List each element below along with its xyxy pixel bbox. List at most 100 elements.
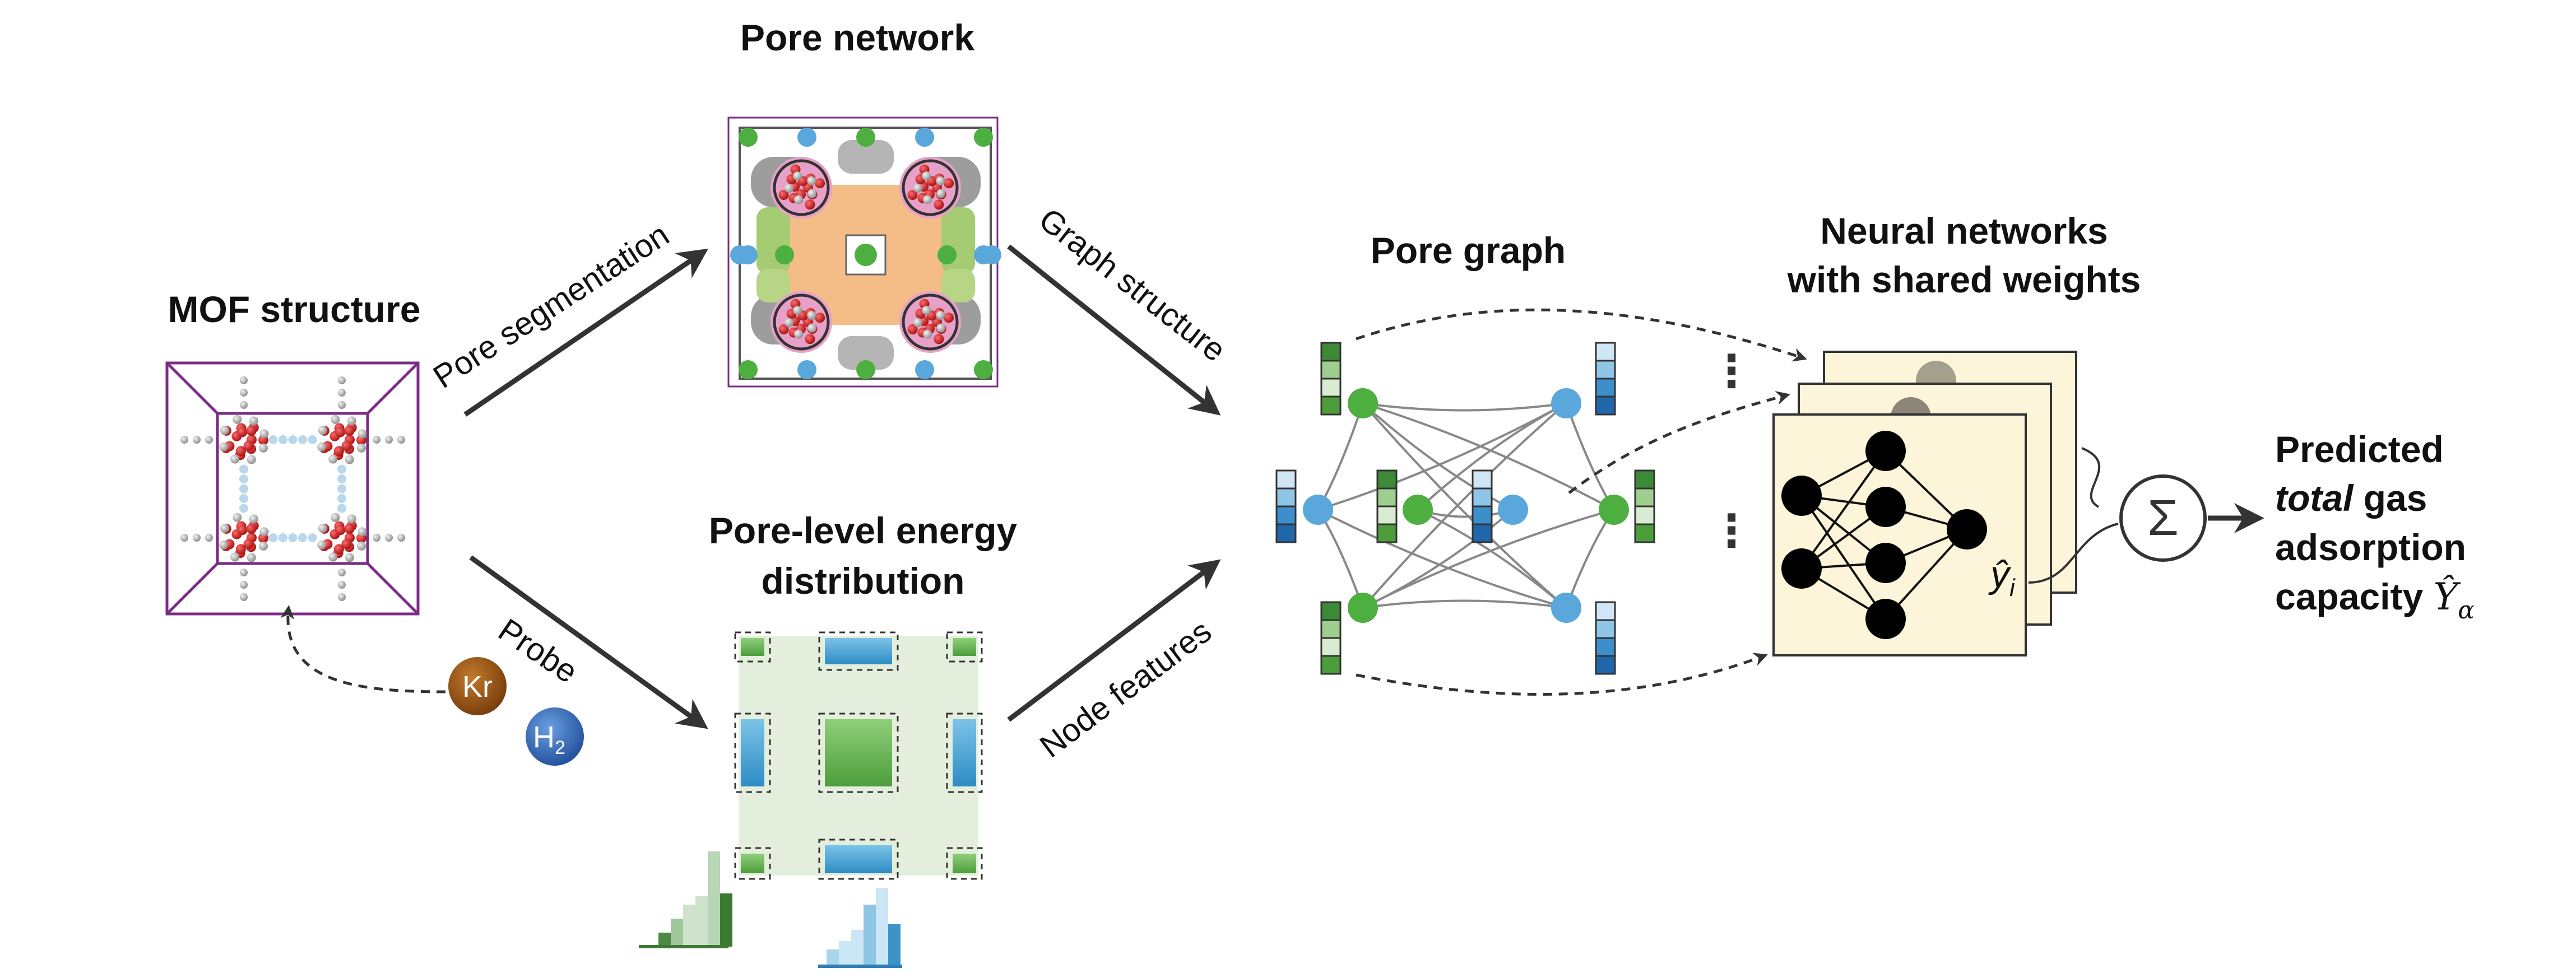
carbon-atom [247,455,256,464]
pore-graph-edge [1417,509,1567,609]
oxygen-atom [815,313,825,323]
carbon-atom [922,306,931,315]
blue-energy-cell [825,845,892,873]
neural-networks-title-line1: Neural networks [1820,210,2108,252]
blue-energy-cell [741,719,764,786]
mof-structure-image [165,361,420,616]
feature-cell [1595,655,1616,675]
feature-cell [1472,469,1493,490]
carbon-atom [347,416,356,426]
feature-cell [1472,523,1493,543]
oxygen-atom [333,544,344,555]
graph-to-nn-dashed-arrow-bottom [1356,653,1768,696]
pore-node-green [856,360,875,379]
oxygen-atom [333,446,344,457]
linker-atom [193,534,201,542]
carbon-atom [328,552,338,562]
nn-edge [1800,495,1887,620]
probe-arrow [469,555,708,729]
linker-atom [308,435,317,444]
energy-cell-outline [818,712,899,793]
feature-cell [1320,395,1342,416]
feature-cell [1320,360,1342,380]
pore-node-blue [915,128,934,147]
green-histogram-bar [683,905,695,947]
carbon-atom [357,541,366,551]
carbon-atom [936,310,945,320]
linker-atom [338,401,346,409]
feature-cell [1275,487,1297,507]
carbon-atom [345,553,354,562]
feature-cell [1595,360,1616,380]
energy-cell-outline [818,631,899,671]
linker-atom [239,464,248,474]
carbon-atom [923,195,932,204]
feature-cell [1595,637,1616,657]
carbon-atom [807,310,816,320]
oxygen-atom [934,199,944,210]
linker-atom [268,435,278,444]
nn-to-sum-connector [2028,447,2119,584]
feature-cell [1320,655,1342,675]
pore-node-green [974,128,993,147]
carbon-atom [219,442,229,451]
carbon-atom [318,426,327,435]
carbon-atom [358,527,367,537]
feature-cell [1472,505,1493,525]
feature-cell [1472,487,1493,507]
oxygen-atom [907,189,918,200]
carbon-atom [913,183,923,193]
energy-title-line2: distribution [762,560,965,602]
prediction-text: Predicted total gas adsorption capacity … [2275,429,2475,625]
oxygen-atom [335,427,346,437]
pore-node-blue [797,128,816,147]
linker-atom [240,581,248,589]
oxygen-atom [944,178,954,189]
ellipsis-top: ⋮ [1709,346,1754,396]
metal-cluster [902,159,959,216]
oxygen-atom [235,446,246,457]
carbon-atom [922,171,931,181]
node-features-arrow [1007,559,1221,722]
carbon-atom [230,552,240,562]
pore-network-clusters [773,159,959,351]
nn-hidden-neuron [1865,431,1906,471]
pore-graph-edge [1565,403,1615,511]
neural-networks-stack: ŷi [1772,351,2077,656]
prediction-line4: capacity Ŷα [2275,575,2475,625]
carbon-atom [807,189,817,198]
pore-graph-node-green [1599,495,1629,525]
carbon-atom [247,553,256,562]
pore-graph-edge [1362,599,1567,609]
carbon-atom [807,323,817,333]
carbon-atom [249,514,258,524]
linker-atom [180,436,188,444]
prediction-line3: adsorption [2275,527,2466,568]
oxygen-atom [246,425,257,436]
pore-node-green [974,360,993,379]
probe-label: Probe [492,612,584,690]
pore-graph-edge [1362,402,1514,511]
oxygen-atom [341,539,352,549]
carbon-atom [328,454,338,464]
pore-network-title: Pore network [740,17,974,58]
node-feature-vector [1275,469,1297,543]
linker-atom [385,534,393,542]
nn-hidden-neuron [1865,487,1906,527]
cluster-ring [902,159,959,216]
feature-cell [1376,505,1398,525]
cluster-ring [773,159,830,216]
ellipsis-bottom: ⋮ [1709,506,1754,556]
linker-atom [240,569,248,576]
feature-cell [1320,378,1342,398]
carbon-atom [794,329,804,339]
linker-atom [337,504,346,513]
linker-atom [240,389,248,397]
oxygen-atom [815,178,825,189]
pore-graph-nodes [1303,388,1629,623]
carbon-atom [793,171,802,181]
pore-segmentation-arrow [463,248,708,417]
pore-graph-edge [1317,402,1567,511]
linker-atom [385,436,393,444]
